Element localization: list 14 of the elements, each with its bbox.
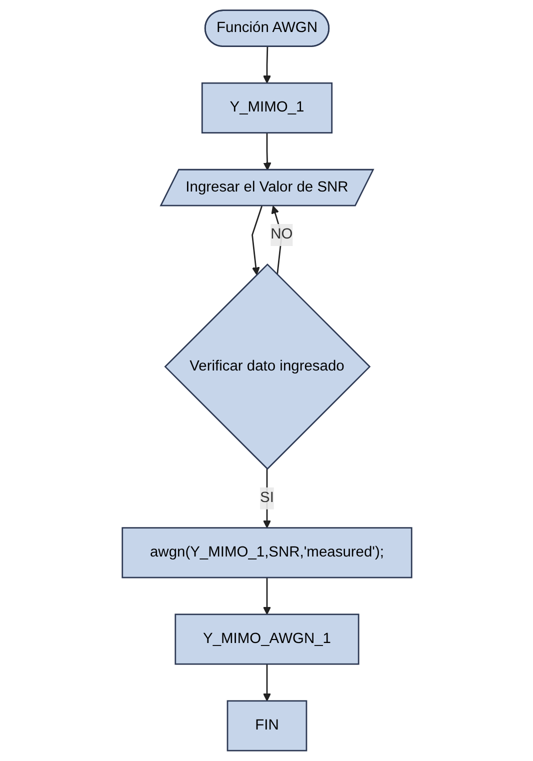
node-diamond: Verificar dato ingresado xyxy=(164,263,370,470)
arrow xyxy=(251,206,262,276)
edge-label: SI xyxy=(260,490,274,506)
node-box: awgn(Y_MIMO_1,SNR,'measured'); xyxy=(121,527,412,578)
arrow xyxy=(270,206,282,275)
arrow xyxy=(262,46,271,84)
node-box: Y_MIMO_AWGN_1 xyxy=(174,614,359,665)
node-box: Y_MIMO_1 xyxy=(200,82,332,134)
node-box: FIN xyxy=(226,700,307,752)
arrow xyxy=(262,664,271,702)
edge-label: NO xyxy=(270,226,292,242)
arrow xyxy=(262,578,271,615)
arrow xyxy=(262,468,271,528)
arrow xyxy=(262,132,271,170)
